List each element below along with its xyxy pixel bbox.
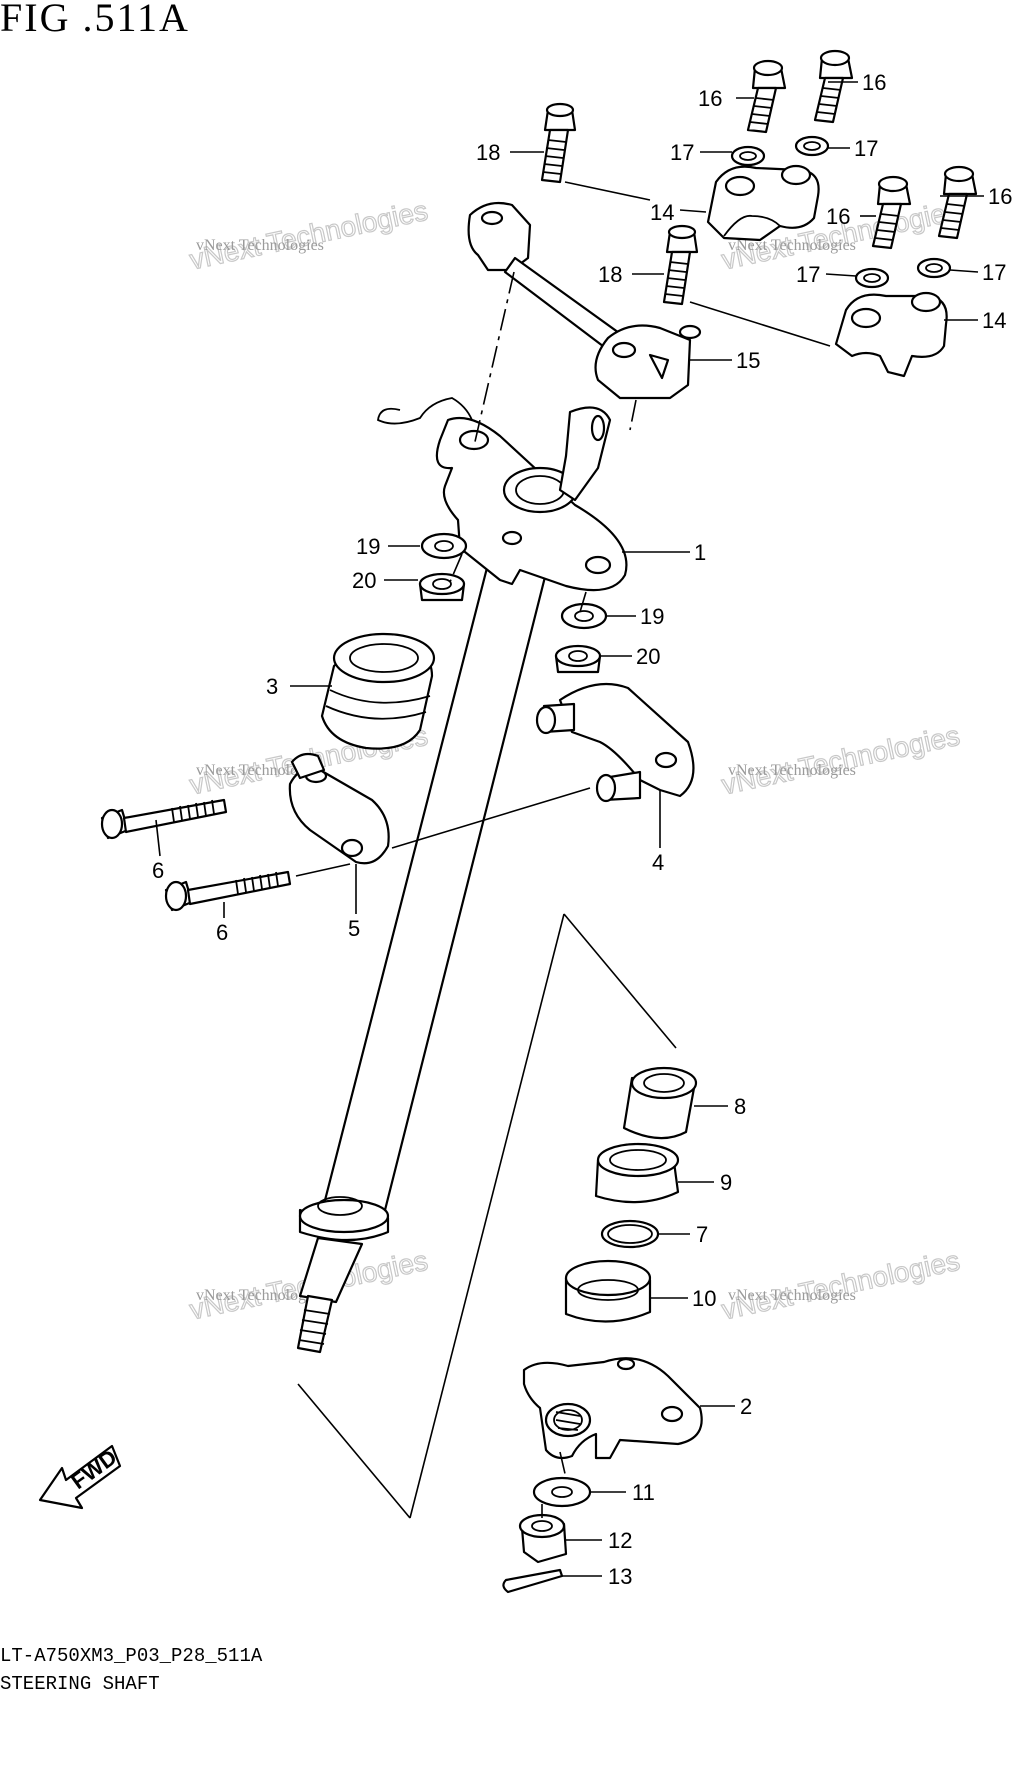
- handlebar-holder-part-15: [467, 201, 702, 400]
- washer-part-11: [532, 1476, 592, 1508]
- callout-12: 12: [608, 1528, 632, 1553]
- steering-boot-part-3: [320, 632, 436, 750]
- callout-19a: 19: [356, 534, 380, 559]
- shaft-holder-part-4: [535, 682, 695, 803]
- watermark-line1: vNext Technologies: [196, 237, 324, 254]
- callout-20b: 20: [636, 644, 660, 669]
- callout-18b: 18: [598, 262, 622, 287]
- callout-16a: 16: [698, 86, 722, 111]
- steering-arm-part-2: [522, 1357, 703, 1460]
- watermark-line1: vNext Technologies: [196, 1287, 324, 1304]
- callout-14a: 14: [650, 200, 674, 225]
- nut-part-20a: [418, 572, 466, 602]
- callout-leader-lines: [155, 81, 984, 1577]
- steering-shaft-tube: [296, 558, 550, 1354]
- watermark-line1: vNext Technologies: [728, 1287, 856, 1304]
- handlebar-clamp-part-14a: [706, 164, 820, 242]
- group-name: STEERING SHAFT: [0, 1673, 160, 1695]
- callout-16d: 16: [988, 184, 1012, 209]
- cotter-pin-part-13: [502, 1568, 564, 1594]
- washer-part-17a: [730, 145, 766, 167]
- callout-6b: 6: [216, 920, 228, 945]
- callout-17b: 17: [854, 136, 878, 161]
- o-ring-part-7: [600, 1219, 660, 1249]
- watermark-line2: vNext Technologies: [187, 195, 430, 276]
- bolt-part-16b: [813, 49, 854, 124]
- watermark-line1: vNext Technologies: [728, 237, 856, 254]
- dust-seal-part-9: [594, 1142, 680, 1204]
- callout-11: 11: [632, 1480, 655, 1505]
- callout-18a: 18: [476, 140, 500, 165]
- callout-14b: 14: [982, 308, 1006, 333]
- washer-part-19a: [420, 532, 468, 560]
- callout-16b: 16: [862, 70, 886, 95]
- callout-8: 8: [734, 1094, 746, 1119]
- watermark-line1: vNext Technologies: [728, 762, 856, 779]
- bolt-part-16c: [871, 175, 912, 250]
- bushing-part-8: [622, 1066, 698, 1140]
- bolt-part-16d: [937, 165, 978, 240]
- assembly-guide-lines: [295, 181, 831, 1519]
- nut-part-20b: [554, 644, 602, 674]
- callout-17d: 17: [982, 260, 1006, 285]
- fwd-direction-badge: FWD: [38, 1444, 121, 1510]
- callout-7: 7: [696, 1222, 708, 1247]
- bolt-part-6a: [100, 798, 228, 840]
- callout-16c: 16: [826, 204, 850, 229]
- bolt-part-18a: [540, 102, 577, 184]
- upper-bracket-part-1: [377, 397, 628, 592]
- washer-part-17d: [916, 257, 952, 279]
- watermark-line2: vNext Technologies: [719, 1245, 962, 1326]
- bearing-seal-part-10: [564, 1259, 652, 1323]
- callout-9: 9: [720, 1170, 732, 1195]
- watermark-line2: vNext Technologies: [719, 720, 962, 801]
- figure-title: FIG .511A: [0, 0, 190, 40]
- model-code: LT-A750XM3_P03_P28_511A: [0, 1645, 263, 1667]
- washer-part-17b: [794, 135, 830, 157]
- callout-6a: 6: [152, 858, 164, 883]
- callout-17c: 17: [796, 262, 820, 287]
- bolt-part-6b: [164, 870, 292, 912]
- bolt-part-16a: [746, 59, 787, 134]
- callout-numbers: 1 2 3 4 5 6 6 7 8 9 10 11 12 13 14 14 15…: [152, 70, 1012, 1589]
- watermark-line1: vNext Technologies: [196, 762, 324, 779]
- washer-part-19b: [560, 602, 608, 630]
- callout-15: 15: [736, 348, 760, 373]
- callout-5: 5: [348, 916, 360, 941]
- callout-1: 1: [694, 540, 706, 565]
- washer-part-17c: [854, 267, 890, 289]
- callout-4: 4: [652, 850, 664, 875]
- shaft-holder-part-5: [288, 752, 390, 865]
- callout-2: 2: [740, 1394, 752, 1419]
- callout-17a: 17: [670, 140, 694, 165]
- callout-13: 13: [608, 1564, 632, 1589]
- nut-part-12: [518, 1513, 568, 1564]
- handlebar-clamp-part-14b: [834, 291, 948, 378]
- bolt-part-18b: [662, 224, 699, 306]
- callout-10: 10: [692, 1286, 716, 1311]
- callout-19b: 19: [640, 604, 664, 629]
- callout-3: 3: [266, 674, 278, 699]
- callout-20a: 20: [352, 568, 376, 593]
